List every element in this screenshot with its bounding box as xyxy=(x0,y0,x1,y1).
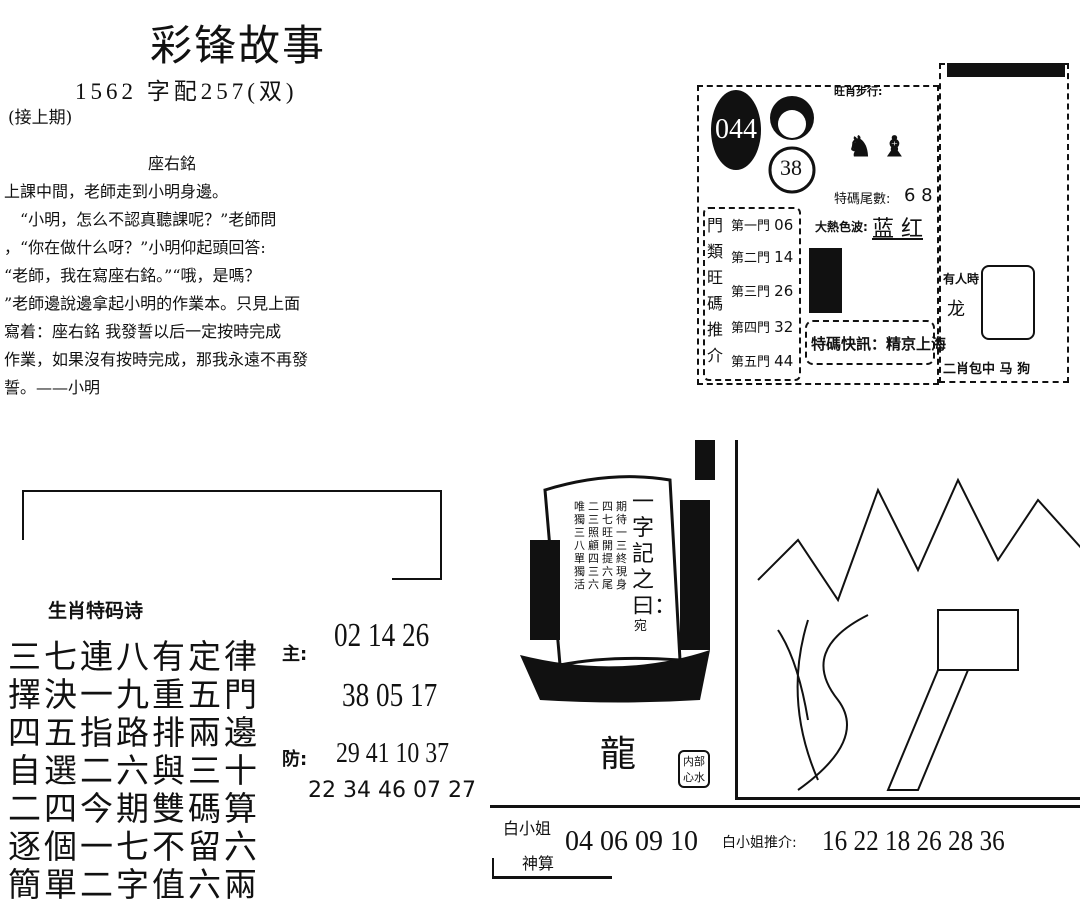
tail-label: 特碼尾數: xyxy=(834,192,891,207)
poem-line: 二四今期雙碼算 xyxy=(8,789,260,828)
footer-label-1: 白小姐 xyxy=(503,819,552,838)
bracket-left xyxy=(22,490,24,540)
story-line: ”老師邊說邊拿起小明的作業本。只見上面 xyxy=(4,294,301,313)
door-4: 第四門 32 xyxy=(731,318,794,336)
bracket-top xyxy=(22,490,442,492)
poem-line: 簡單二字值六兩 xyxy=(8,865,260,904)
footer-bracket-bottom xyxy=(492,876,612,879)
story-line: “小明，怎么不認真聽課呢？”老師問 xyxy=(4,210,277,229)
poem-line: 擇決一九重五門 xyxy=(8,675,260,714)
footer-rec-label: 白小姐推介: xyxy=(722,835,797,851)
doors-box xyxy=(703,207,801,381)
dragon-char: 龙 xyxy=(947,299,965,320)
panel-frame xyxy=(697,85,939,385)
door-3: 第三門 26 xyxy=(731,282,794,300)
ship-verse: 二三照顧四三六 xyxy=(588,500,599,591)
tail-value: 6 8 xyxy=(904,185,933,206)
poem-line: 四五指路排兩邊 xyxy=(8,713,260,752)
ship-end: 宛 xyxy=(634,619,648,634)
door-2: 第二門 14 xyxy=(731,248,794,266)
slogan-box xyxy=(805,320,935,365)
ship-heading: 一字記之曰： xyxy=(632,490,677,619)
crane-landscape-icon xyxy=(757,477,1080,791)
side-text: 有人時 xyxy=(943,272,980,286)
color-label: 大熱色波: xyxy=(815,220,868,234)
main-numbers-1: 02 14 26 xyxy=(334,617,430,654)
right-frame xyxy=(939,63,1069,383)
tips-panel: 044 38 旺肖步行: ♞ ♝ 特碼尾數: 6 8 大熱色波: 蓝 红 門類旺… xyxy=(697,55,1077,385)
story-line: ，“你在做什么呀？”小明仰起頭回答: xyxy=(4,238,266,257)
footer-label-2: 神算 xyxy=(522,854,555,873)
door-1: 第一門 06 xyxy=(731,216,794,234)
stamp: 内部心水 xyxy=(678,750,710,788)
dragon-seal-icon: 龍 xyxy=(600,734,637,775)
poem-title: 生肖特码诗 xyxy=(48,600,144,622)
ship-illustration: 一字記之曰： 宛 期待一三終現身 四七旺開提六尾 二三照顧四三六 唯獨三八單獨活… xyxy=(520,440,735,800)
issue-line: 1562 字配257(双) xyxy=(75,79,298,104)
poem-line: 自選二六與三十 xyxy=(8,751,260,790)
story-title: 座右銘 xyxy=(148,154,197,173)
story-line: 誓。——小明 xyxy=(4,378,101,397)
black-block xyxy=(809,248,842,313)
doors-side-label: 門類旺碼推介 xyxy=(707,216,724,365)
wang-label: 旺肖步行: xyxy=(834,85,883,98)
story-line: 上課中間，老師走到小明身邊。 xyxy=(4,182,229,201)
ship-verse: 四七旺開提六尾 xyxy=(602,500,613,591)
footer-rule xyxy=(490,805,1080,808)
guard-label: 防: xyxy=(282,749,308,770)
bracket-bottom xyxy=(392,578,442,580)
story-line: 寫着：座右銘 我發誓以后一定按時完成 xyxy=(4,322,282,341)
main-label: 主: xyxy=(282,644,308,665)
right-bar xyxy=(947,63,1065,77)
guard-numbers-1: 29 41 10 37 xyxy=(336,738,450,769)
poem-line: 逐個一七不留六 xyxy=(8,827,260,866)
bracket-right xyxy=(440,490,442,580)
ball-number: 38 xyxy=(780,155,802,180)
rooster-box xyxy=(981,265,1035,340)
guard-numbers-2: 22 34 46 07 27 xyxy=(308,778,476,803)
poem-line: 三七連八有定律 xyxy=(8,637,260,676)
footer-numbers: 04 06 09 10 xyxy=(565,826,698,857)
zodiac-glyphs: ♞ ♝ xyxy=(847,130,907,163)
cartoon-boy-icon xyxy=(762,90,822,200)
ship-verse: 期待一三終現身 xyxy=(616,500,627,591)
ship-icon xyxy=(520,440,715,703)
footer-bracket xyxy=(492,858,494,878)
main-numbers-2: 38 05 17 xyxy=(342,677,438,714)
zodiac-line: 二肖包中 马 狗 xyxy=(943,362,1031,377)
landscape-illustration xyxy=(735,440,1080,800)
color-values: 蓝 红 xyxy=(872,217,923,242)
ship-verse: 唯獨三八單獨活 xyxy=(574,500,585,591)
page-title: 彩锋故事 xyxy=(150,21,327,70)
footer-rec-numbers: 16 22 18 26 28 36 xyxy=(822,826,1005,857)
story-line: 作業，如果沒有按時完成，那我永遠不再發 xyxy=(4,350,309,369)
story-line: “老師，我在寫座右銘。”“哦，是嗎？ xyxy=(4,266,261,285)
continued-note: (接上期) xyxy=(8,108,73,128)
slogan: 特碼快訊：精京上海 xyxy=(811,335,947,353)
badge-044: 044 xyxy=(711,90,761,170)
door-5: 第五門 44 xyxy=(731,352,794,370)
